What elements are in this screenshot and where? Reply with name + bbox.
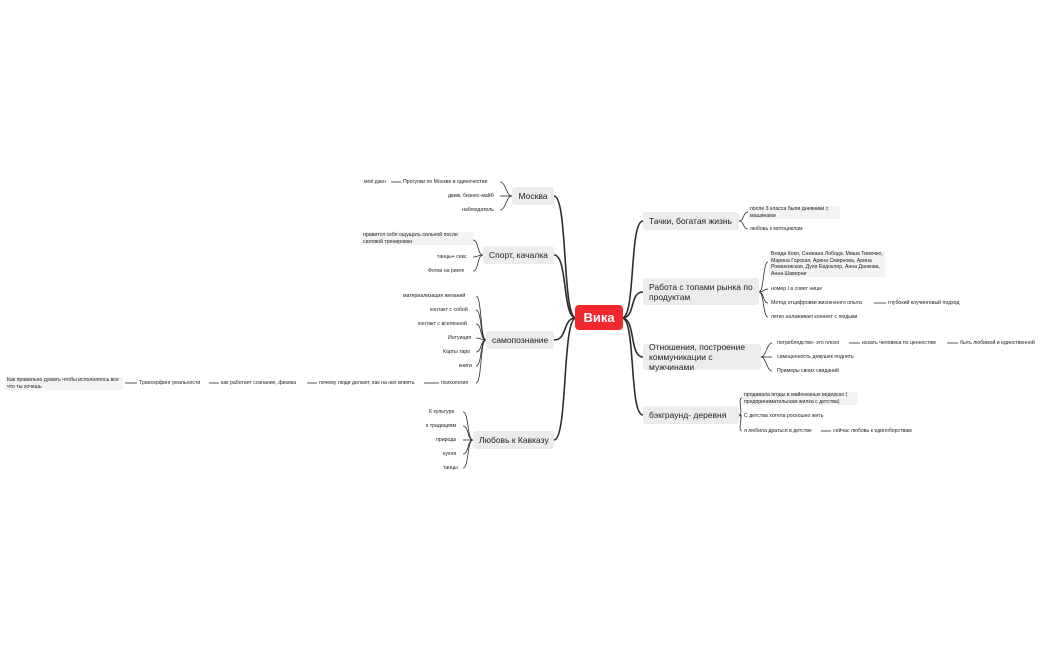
connector-line: [760, 342, 773, 358]
connector-line: [472, 239, 484, 256]
leaf-tancy-seks[interactable]: танцы+ секс: [435, 254, 469, 261]
leaf-roskoshno[interactable]: С детства хотела роскошно жить: [742, 413, 826, 420]
connector-line: [758, 261, 769, 293]
connector-line: [760, 356, 773, 372]
leaf-progulki[interactable]: Прогулки по Москве в одиночестве: [401, 179, 490, 186]
leaf-kontakt-vselennoy[interactable]: контакт с вселенной: [416, 321, 469, 328]
leaf-dnevniki[interactable]: после 3 класса были дневники с машинами: [748, 206, 840, 219]
leaf-moe-dzen[interactable]: моё дзен: [362, 179, 388, 186]
connector-line: [499, 195, 513, 211]
topic-sport[interactable]: Спорт, качалка: [483, 246, 554, 264]
leaf-edinoborstva[interactable]: сейчас любовь к единоборствам: [831, 428, 914, 435]
leaf-materializaciya[interactable]: материализация желаний: [401, 293, 468, 300]
connector-line: [553, 195, 577, 319]
central-topic[interactable]: Вика: [575, 305, 623, 330]
leaf-pochemu-lyudi[interactable]: почему люди делают, как на них влиять: [317, 380, 417, 387]
leaf-fotki[interactable]: Фотки на ринге: [426, 268, 467, 275]
leaf-kouching[interactable]: глубокий коучинговый подход: [886, 300, 962, 307]
topic-tachki[interactable]: Тачки, богатая жизнь: [643, 212, 739, 230]
connector-line: [758, 291, 769, 318]
leaf-kontakt-soboy[interactable]: контакт с собой: [428, 307, 470, 314]
leaf-nablyudatel[interactable]: наблюдатель: [460, 207, 496, 214]
leaf-lyubimoy[interactable]: быть любимой и единственной: [958, 340, 1037, 347]
leaf-kuhnya[interactable]: кухня: [441, 451, 459, 458]
topic-otnosheniya[interactable]: Отношения, построение коммуникации с муж…: [643, 342, 761, 372]
topic-rabota[interactable]: Работа с топами рынка по продуктам: [643, 278, 759, 305]
topic-bekgraund[interactable]: бэкграунд- деревня: [643, 406, 739, 424]
connector-line: [738, 211, 749, 222]
connector-line: [738, 414, 743, 432]
leaf-dvizh[interactable]: движ, бизнес-майб: [446, 193, 496, 200]
connector-line: [553, 317, 577, 341]
connector-line: [553, 254, 577, 319]
leaf-knigi[interactable]: книги: [457, 363, 474, 370]
connector-line: [758, 291, 769, 304]
leaf-dratsya[interactable]: я любила драться в детстве: [742, 428, 814, 435]
connector-line: [738, 220, 749, 230]
leaf-samocennost[interactable]: самоценность девушек поднять: [775, 354, 856, 361]
connector-line: [553, 317, 577, 441]
leaf-kultura[interactable]: К культуре: [427, 409, 457, 416]
leaf-motocikly[interactable]: любовь к мотоциклам: [748, 226, 805, 233]
connector-line: [499, 181, 513, 197]
leaf-karty-taro[interactable]: Карты таро: [441, 349, 473, 356]
connector-line: [738, 397, 743, 416]
leaf-primery[interactable]: Примеры своих свиданий: [775, 368, 841, 375]
connector-line: [472, 254, 484, 272]
leaf-iskat[interactable]: искать человека по ценностям: [860, 340, 938, 347]
connector-line: [462, 425, 474, 441]
leaf-intuiciya[interactable]: Интуиция: [446, 335, 474, 342]
leaf-transerfing[interactable]: Трансерфинг реальности: [137, 380, 203, 387]
connector-line: [621, 317, 644, 358]
connector-line: [462, 439, 474, 469]
leaf-nomer-1[interactable]: номер I в совет нише: [769, 286, 825, 293]
connector-line: [621, 317, 644, 416]
leaf-soznanie-fizika[interactable]: как работает сознание, физика: [219, 380, 299, 387]
leaf-klienty[interactable]: Влада Коко, Снежана Лобода, Миша Тимочко…: [769, 251, 885, 277]
leaf-priroda[interactable]: природа: [434, 437, 459, 444]
leaf-konnekt[interactable]: легко налаживаю коннект с людьми: [769, 314, 860, 321]
connector-line: [462, 411, 474, 441]
leaf-psihologiya[interactable]: психология: [439, 380, 471, 387]
leaf-yagody[interactable]: продавала ягоды в майонезных ведерках ( …: [742, 392, 858, 405]
connector-line: [475, 339, 487, 384]
leaf-metod[interactable]: Метод отцифровки жизненного опыта: [769, 300, 864, 307]
connector-line: [475, 323, 487, 341]
topic-samopoznanie[interactable]: самопознание: [486, 331, 554, 349]
leaf-tradicii[interactable]: к традициям: [424, 423, 459, 430]
leaf-tancy[interactable]: танцы: [441, 465, 460, 472]
leaf-silnoy[interactable]: нравится себя ощущать сильной после сило…: [361, 232, 473, 245]
connector-line: [621, 291, 644, 319]
leaf-kak-pravilno[interactable]: Как правильно думать чтобы исполнялось в…: [5, 377, 123, 390]
leaf-potreblyadstvo[interactable]: потреблядство- это плохо: [775, 340, 842, 347]
connector-line: [621, 220, 644, 319]
topic-kavkaz[interactable]: Любовь к Кавказу: [473, 431, 554, 449]
topic-moskva[interactable]: Москва: [512, 187, 554, 205]
